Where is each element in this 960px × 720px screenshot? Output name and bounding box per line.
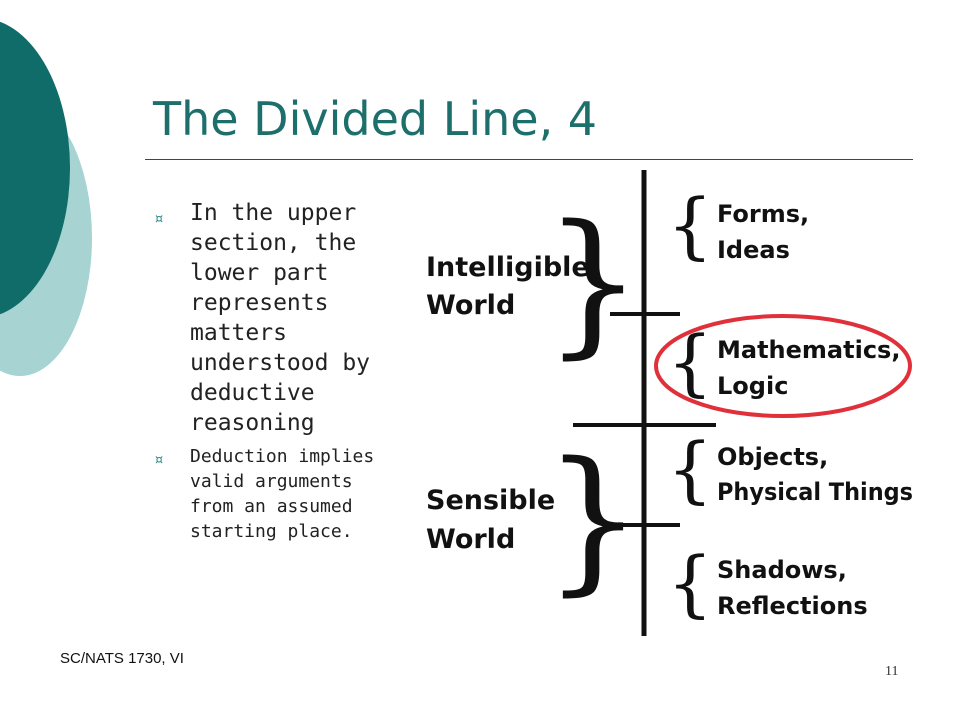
highlight-ellipse: [654, 314, 912, 418]
divided-line-diagram: } } { { { { Intelligible World Sensible …: [426, 170, 913, 636]
bullet-text-1: In the upper section, the lower part rep…: [190, 200, 371, 436]
bullet-item-2: ¤ Deduction implies valid arguments from…: [152, 444, 392, 544]
intelligible-label-line2: World: [426, 290, 515, 321]
bullet-text-2: Deduction implies valid arguments from a…: [190, 446, 375, 542]
math-label-line1: Mathematics,: [717, 336, 900, 364]
shadows-label-line2: Reflections: [717, 592, 868, 620]
objects-label-line2: Physical Things: [717, 478, 913, 506]
objects-brace: {: [667, 427, 713, 511]
bullet-item-1: ¤ In the upper section, the lower part r…: [152, 198, 392, 438]
bullet-marker-icon: ¤: [154, 450, 164, 469]
objects-label-line1: Objects,: [717, 443, 828, 471]
title-underline: [145, 159, 913, 160]
forms-brace: {: [667, 183, 713, 267]
shadows-label-line1: Shadows,: [717, 556, 847, 584]
sensible-label-line2: World: [426, 524, 515, 555]
forms-label-line1: Forms,: [717, 200, 809, 228]
forms-label-line2: Ideas: [717, 236, 790, 264]
math-label-line2: Logic: [717, 372, 788, 400]
bullet-marker-icon: ¤: [154, 209, 164, 228]
sensible-brace: }: [543, 428, 642, 610]
intelligible-brace: }: [543, 191, 642, 373]
decor-circle-dark: [0, 21, 70, 315]
bullet-list: ¤ In the upper section, the lower part r…: [152, 198, 392, 544]
page-number: 11: [885, 664, 899, 679]
shadows-brace: {: [667, 541, 713, 625]
footer-course-label: SC/NATS 1730, VI: [60, 650, 184, 667]
sensible-label-line1: Sensible: [426, 485, 555, 516]
intelligible-label-line1: Intelligible: [426, 252, 590, 283]
slide-title: The Divided Line, 4: [153, 92, 598, 146]
